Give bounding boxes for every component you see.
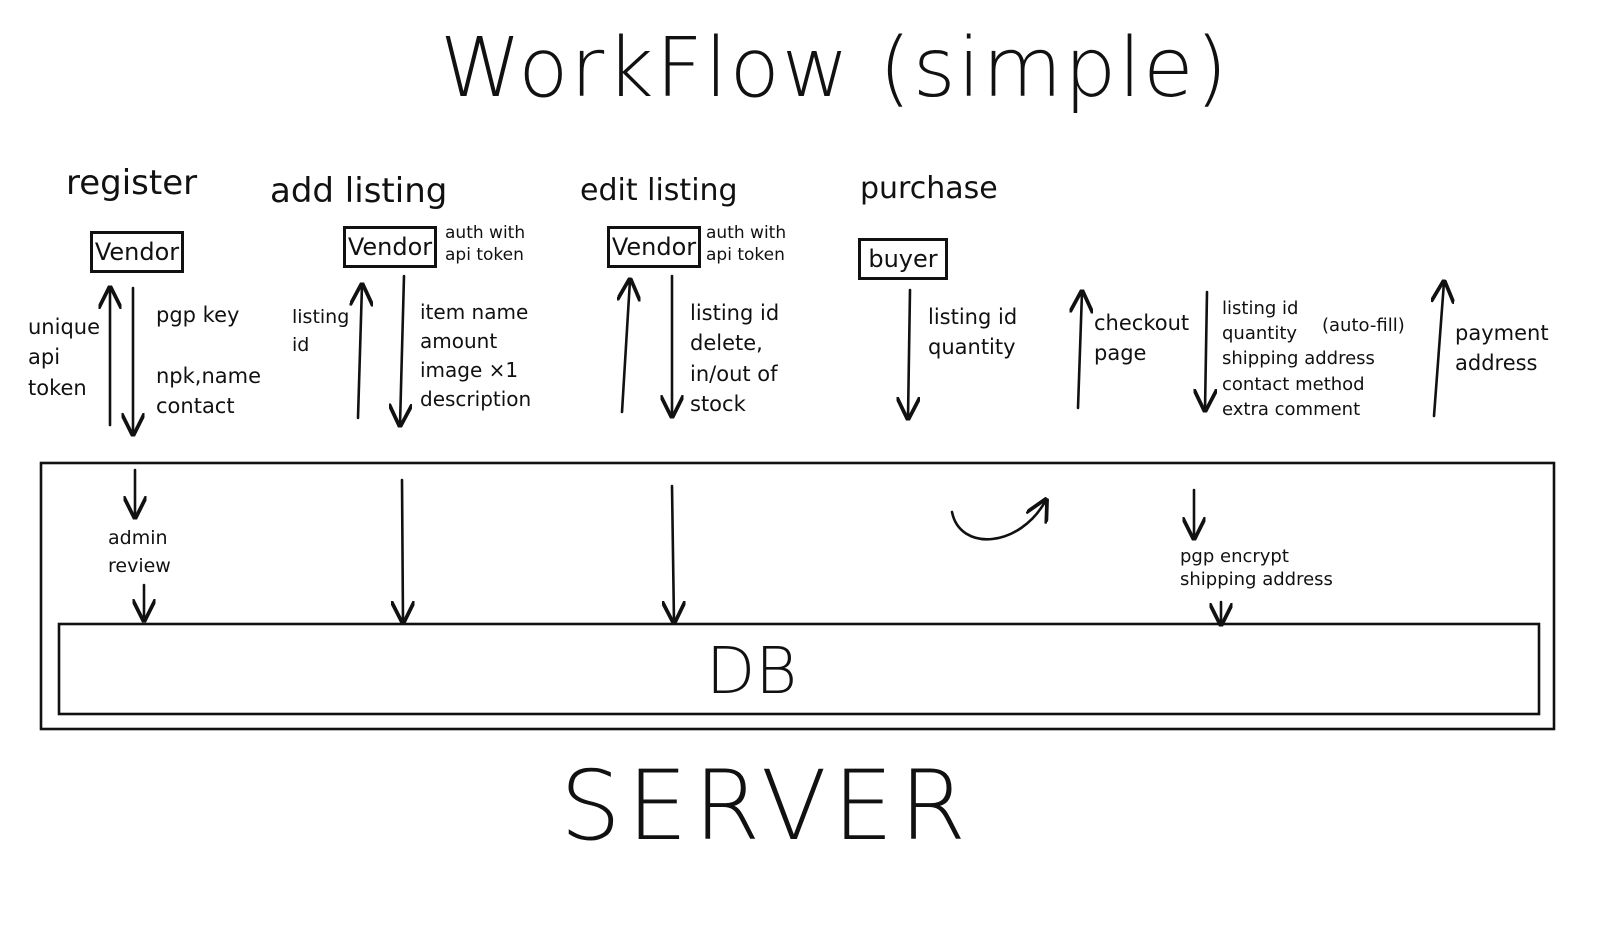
add-listing-db-arrow [402,478,403,622]
edit-listing-label: edit listing [580,173,738,208]
edit-listing-auth-note: auth with api token [706,223,787,266]
diagram-title: WorkFlow (simple) [440,21,1230,116]
add-listing-auth-note: auth with api token [445,223,526,266]
register-down-note: pgp key npk,name contact [156,303,262,419]
add-listing-down-note: item name amount image ×1 description [420,300,532,411]
server-return-arrow [950,500,1046,541]
edit-listing-vendor-box: Vendor [607,226,701,268]
purchase-server-note: pgp encrypt shipping address [1180,546,1333,591]
edit-listing-up-arrow [622,280,630,414]
db-label: DB [706,635,798,709]
add-listing-up-arrow [358,285,362,420]
order-down-arrow [1205,290,1207,410]
purchase-down-note-2: listing id quantity shipping address con… [1222,298,1375,420]
register-vendor-box: Vendor [90,231,184,273]
add-listing-vendor-box: Vendor [343,226,437,268]
payment-up-arrow [1434,282,1444,418]
checkout-up-arrow [1078,292,1082,410]
db-box [57,622,1541,716]
purchase-payment-note: payment address [1455,321,1549,376]
purchase-down-arrow-1 [908,288,910,418]
register-up-note: unique api token [28,315,101,400]
edit-listing-down-note: listing id delete, in/out of stock [690,301,780,417]
add-listing-label: add listing [270,171,448,211]
purchase-autofill-note: (auto-fill) [1322,315,1405,336]
server-box [39,461,1556,731]
edit-listing-db-arrow [672,484,674,622]
register-server-note: admin review [108,527,171,577]
register-label: register [66,163,198,203]
add-listing-up-note: listing id [292,306,350,356]
purchase-buyer-box: buyer [858,238,948,280]
purchase-label: purchase [860,171,998,206]
purchase-checkout-note: checkout page [1094,311,1190,366]
add-listing-down-arrow [400,274,404,425]
server-label: SERVER [560,750,973,862]
purchase-down-note-1: listing id quantity [928,305,1018,360]
